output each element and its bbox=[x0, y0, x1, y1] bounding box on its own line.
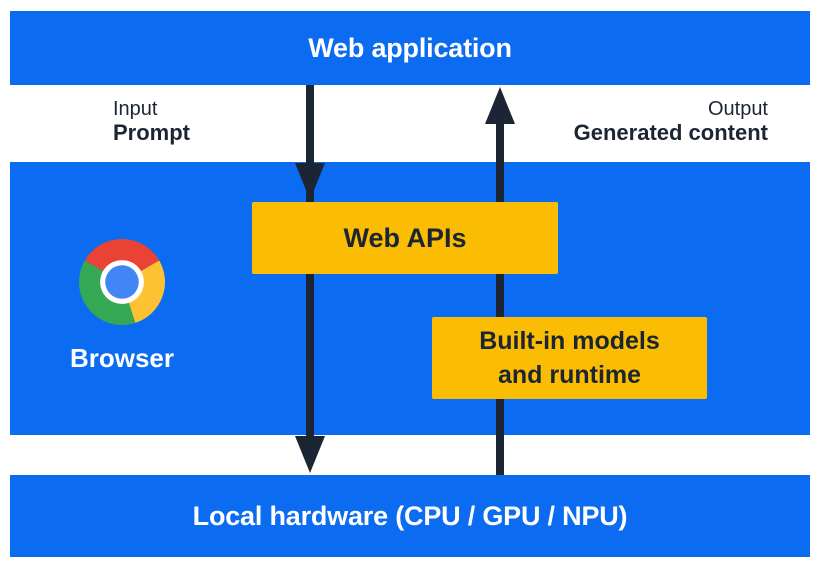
built-in-models-line2: and runtime bbox=[497, 361, 642, 389]
output-label: Output bbox=[707, 98, 768, 120]
generated-content-label: Generated content bbox=[573, 120, 768, 145]
browser-identity: Browser bbox=[47, 239, 197, 374]
web-apis-label: Web APIs bbox=[343, 222, 467, 253]
local-hardware-title: Local hardware (CPU / GPU / NPU) bbox=[192, 500, 628, 531]
chrome-icon bbox=[79, 239, 165, 325]
web-application-layer: Web application bbox=[10, 11, 810, 85]
prompt-label: Prompt bbox=[113, 120, 190, 145]
web-apis-box: Web APIs bbox=[252, 202, 558, 274]
output-label-group: Output Generated content bbox=[574, 98, 768, 144]
built-in-models-line1: Built-in models bbox=[479, 327, 660, 355]
built-in-models-box: Built-in models and runtime bbox=[432, 317, 707, 399]
arrowhead-down-into-local-hardware bbox=[295, 436, 325, 473]
output-flow-arrow-line bbox=[496, 118, 504, 475]
arrowhead-up-into-web-application bbox=[485, 87, 515, 124]
arrowhead-down-into-web-apis bbox=[295, 163, 325, 200]
browser-label: Browser bbox=[69, 343, 175, 373]
input-label: Input bbox=[113, 98, 158, 120]
web-application-title: Web application bbox=[308, 32, 512, 63]
local-hardware-layer: Local hardware (CPU / GPU / NPU) bbox=[10, 475, 810, 557]
input-label-group: Input Prompt bbox=[113, 98, 190, 144]
